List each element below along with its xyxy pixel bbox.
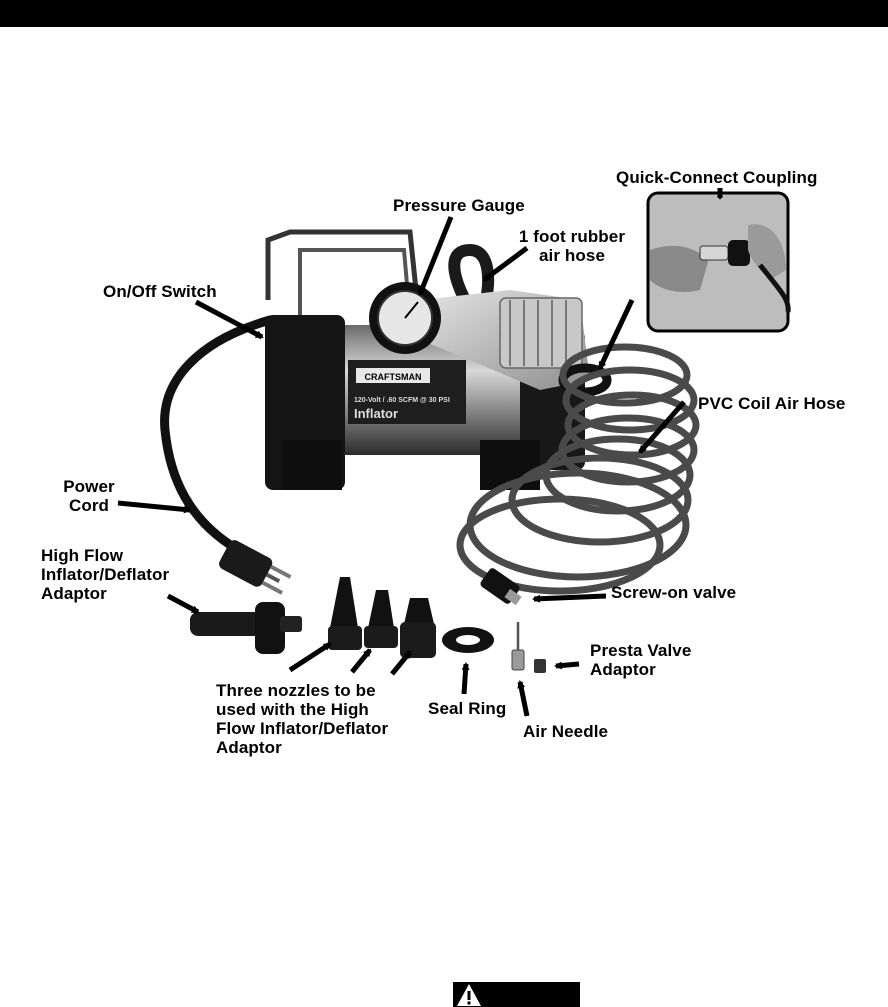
quick-connect-label: Quick-Connect Coupling — [616, 168, 818, 187]
on-off-switch-label: On/Off Switch — [103, 282, 217, 301]
presta-valve-label: Presta Valve Adaptor — [590, 641, 692, 679]
nozzle-1 — [328, 577, 362, 650]
quick-connect-inset — [646, 191, 791, 333]
rubber-hose-label: 1 foot rubber air hose — [518, 227, 626, 265]
leader-arrows — [117, 188, 724, 717]
screw-on-valve-label: Screw-on valve — [611, 583, 737, 602]
presta-adaptor — [534, 659, 546, 673]
pvc-coil-hose — [456, 343, 700, 595]
nozzle-3 — [400, 598, 436, 658]
pressure-gauge — [369, 282, 441, 354]
nozzles-label: Three nozzles to be used with the High F… — [216, 681, 389, 757]
power-cord-label: Power Cord — [63, 477, 115, 515]
high-flow-adaptor-label: High Flow Inflator/Deflator Adaptor — [41, 546, 170, 603]
spec-label: 120-Volt / .60 SCFM @ 30 PSI — [354, 397, 450, 404]
warning-banner — [453, 982, 580, 1007]
high-flow-adaptor — [190, 602, 302, 654]
handle — [265, 229, 419, 300]
pressure-gauge-label: Pressure Gauge — [393, 196, 525, 215]
power-plug — [219, 540, 292, 595]
screw-on-valve-fitting — [480, 568, 522, 606]
air-needle — [511, 622, 525, 671]
air-needle-label: Air Needle — [523, 722, 609, 741]
power-cord — [160, 315, 275, 553]
pvc-coil-hose-label: PVC Coil Air Hose — [698, 394, 846, 413]
rubber-hose — [448, 243, 495, 306]
seal-ring-label: Seal Ring — [428, 699, 507, 718]
brand-label: CRAFTSMAN — [365, 372, 422, 382]
nozzle-2 — [364, 590, 398, 648]
header-bar — [0, 0, 888, 27]
warning-triangle-icon — [457, 984, 481, 1006]
product-name: Inflator — [354, 406, 398, 421]
